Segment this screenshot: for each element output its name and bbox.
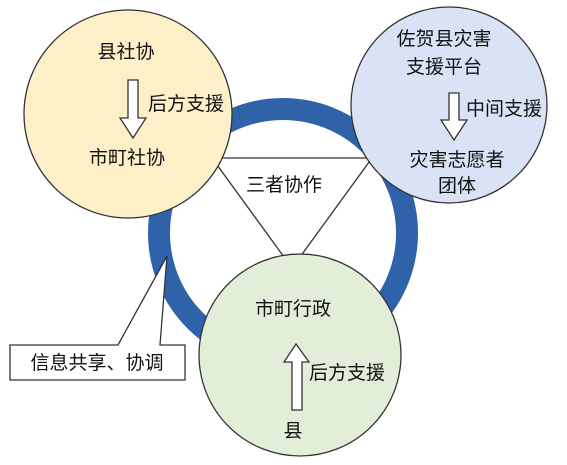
callout-box: [9, 255, 186, 381]
left-node-bottom-label: 市町社协: [89, 147, 165, 169]
center-triangle: [210, 157, 374, 270]
up-arrow-icon: [282, 342, 311, 411]
bottom-node-top-label: 市町行政: [255, 298, 331, 320]
callout-label: 信息共享、协调: [30, 352, 163, 374]
left-node-arrow-label: 后方支援: [148, 93, 224, 115]
right-node-arrow-label: 中间支援: [466, 98, 542, 120]
bottom-node-bottom-label: 县: [283, 420, 302, 442]
down-arrow-icon: [118, 79, 148, 140]
bottom-node-arrow-label: 后方支援: [309, 362, 385, 384]
right-node-bottom-line1: 灾害志愿者: [409, 149, 504, 171]
right-node-bottom-line2: 团体: [438, 175, 476, 197]
down-arrow-icon: [439, 92, 469, 142]
center-label: 三者协作: [246, 174, 322, 196]
left-node-top-label: 县社协: [97, 41, 154, 63]
right-node-top-line2: 支援平台: [406, 56, 482, 78]
right-node-top-line1: 佐贺县灾害: [396, 28, 491, 50]
